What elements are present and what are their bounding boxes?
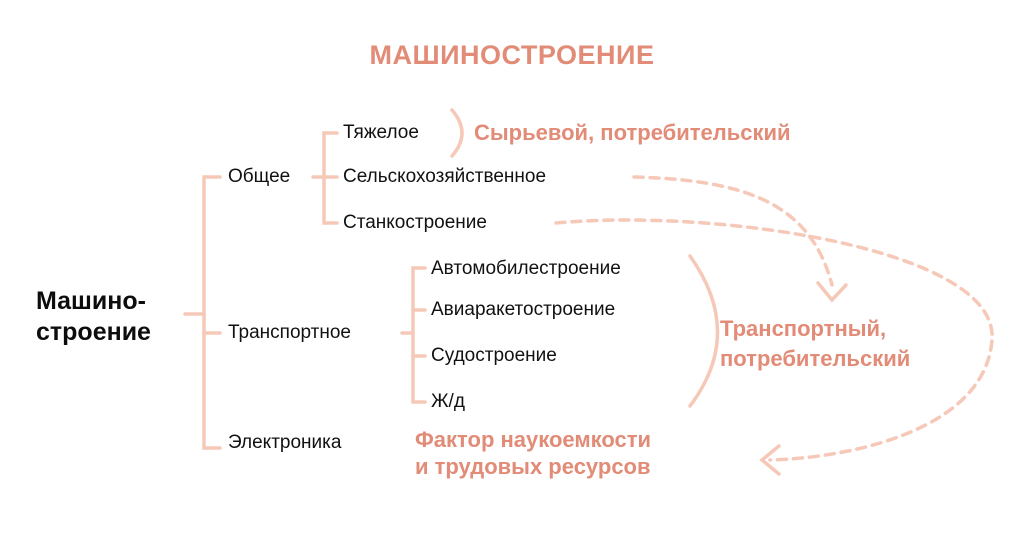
factor-heavy: Сырьевой, потребительский	[474, 120, 791, 145]
transport-bracket	[411, 266, 427, 404]
root-label-line1: Машино-	[36, 287, 146, 315]
general-item-heavy: Тяжелое	[343, 122, 419, 143]
root-bracket	[202, 175, 222, 450]
branch-general-label: Общее	[228, 166, 291, 187]
transport-item-aero: Авиаракетостроение	[431, 299, 616, 320]
factor-electronics-line2: и трудовых ресурсов	[415, 454, 651, 479]
root-label-line2: строение	[36, 318, 151, 346]
branch-electronics-label: Электроника	[228, 432, 342, 453]
transport-item-rail: Ж/д	[431, 391, 465, 412]
branch-transport-label: Транспортное	[228, 322, 351, 343]
heavy-paren	[450, 108, 464, 158]
page-title: МАШИНОСТРОЕНИЕ	[369, 40, 655, 70]
arrow-agri-head	[816, 281, 848, 303]
transport-item-auto: Автомобилестроение	[431, 258, 621, 279]
arrow-machine-head	[759, 444, 781, 476]
factor-electronics-line1: Фактор наукоемкости	[415, 427, 652, 452]
general-item-agri: Сельскохозяйственное	[343, 166, 547, 187]
arrow-agri	[632, 175, 834, 287]
transport-item-ship: Судостроение	[431, 345, 557, 366]
factor-transport-line2: потребительский	[720, 346, 911, 371]
factor-transport-line1: Транспортный,	[720, 316, 887, 341]
general-item-machine-tools: Станкостроение	[343, 212, 487, 233]
arrow-machine	[554, 218, 994, 462]
transport-paren	[688, 254, 720, 408]
